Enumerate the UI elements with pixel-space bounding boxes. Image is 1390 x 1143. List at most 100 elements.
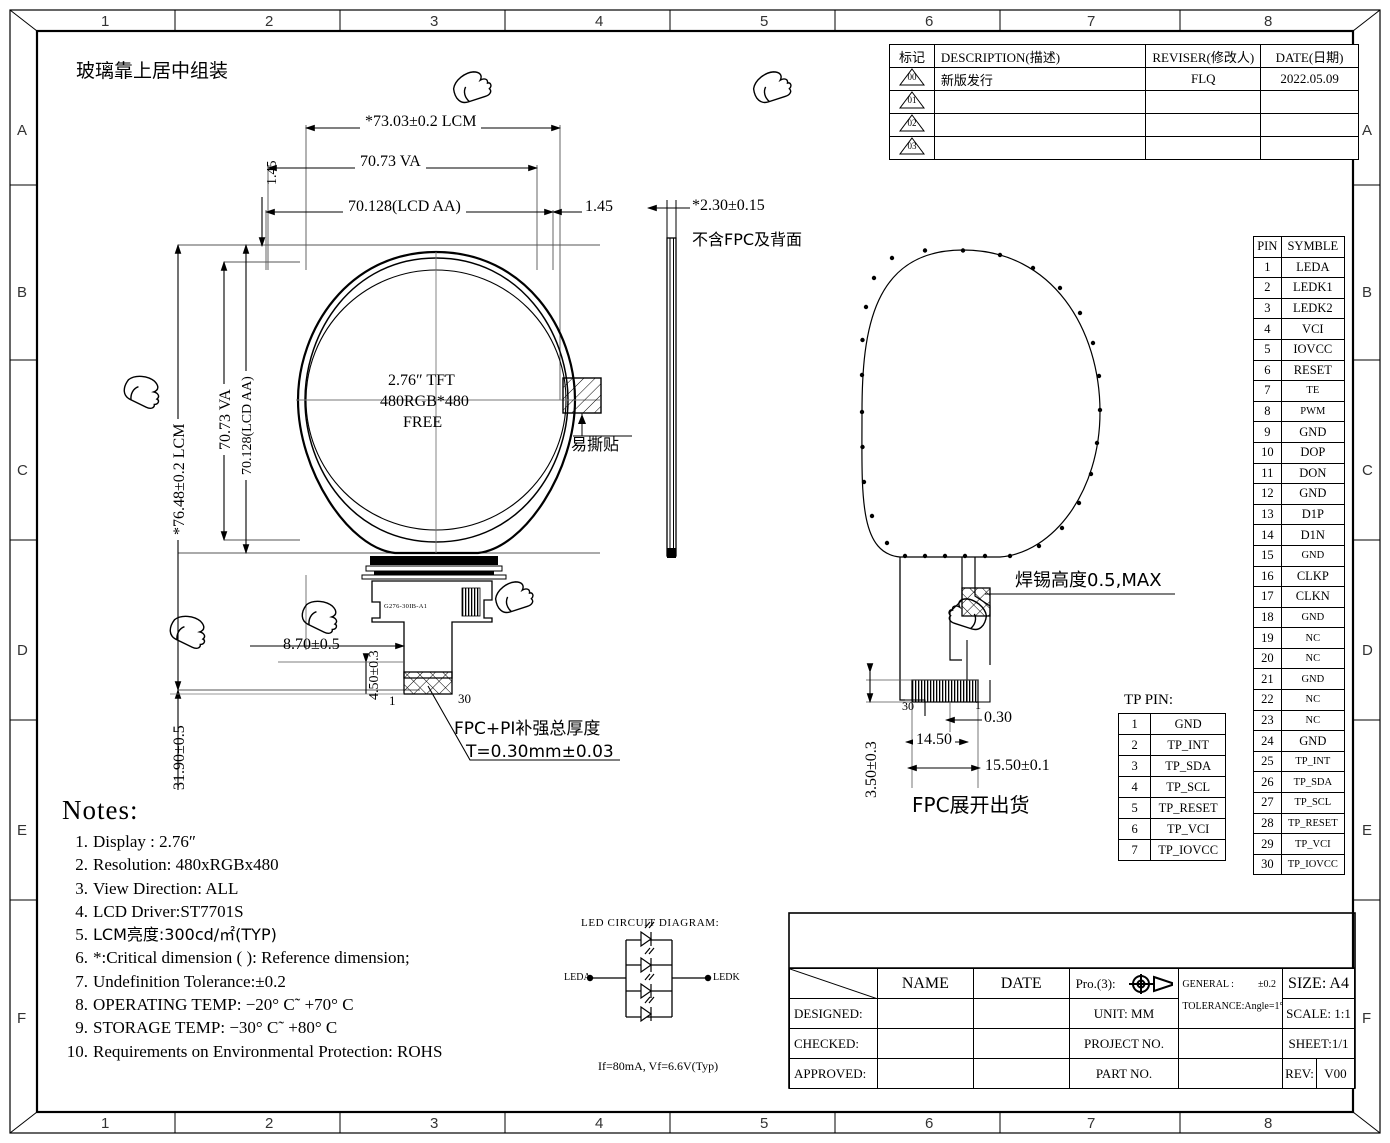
note-number: 1. <box>75 832 88 851</box>
zone-label-left-c: C <box>17 462 28 479</box>
title-block-approved-date[interactable] <box>972 1058 1070 1089</box>
revision-table: 标记 DESCRIPTION(描述) REVISER(修改人) DATE(日期)… <box>889 44 1359 160</box>
tp-pin-symbol-cell: TP_INT <box>1150 734 1226 756</box>
revision-reviser-cell <box>1145 136 1262 160</box>
table-row: DESIGNED: UNIT: MM SCALE: 1:1 <box>789 998 1355 1029</box>
revision-triangle-icon <box>898 91 925 109</box>
tp-pin-symbol-cell: GND <box>1150 713 1226 735</box>
zone-label-left-e: E <box>17 822 28 839</box>
revision-triangle-icon <box>898 68 925 86</box>
zone-label-top-7: 7 <box>1087 13 1096 30</box>
zone-label-left-f: F <box>17 1010 27 1027</box>
title-block-approved-name[interactable] <box>876 1058 974 1089</box>
notes-block: Notes: 1.Display : 2.76″ 2.Resolution: 4… <box>62 795 442 1063</box>
note-number: 2. <box>75 855 88 875</box>
note-text: Resolution: 480xRGBx480 <box>93 855 279 875</box>
title-block-size-cell: SIZE: A4 <box>1282 968 1355 999</box>
title-block-designed-date[interactable] <box>972 998 1070 1029</box>
title-block-designed-name[interactable] <box>876 998 974 1029</box>
zone-label-bottom-3: 3 <box>430 1115 439 1132</box>
table-row: 00 新版发行 FLQ 2022.05.09 <box>889 67 1359 91</box>
revision-mark-cell: 00 <box>889 67 935 91</box>
dim-fpc-offset: 8.70±0.5 <box>283 636 340 653</box>
tp-pin-first-label: 1 <box>975 698 981 712</box>
title-block-checked-name[interactable] <box>876 1028 974 1059</box>
title-block-tolerance-cell: GENERAL : ±0.2 TOLERANCE:Angle=1° <box>1178 968 1284 1029</box>
dim-tp-pitch: 0.30 <box>984 709 1012 726</box>
table-row: 02 <box>889 113 1359 137</box>
note-text: View Direction: ALL <box>93 878 239 898</box>
title-block-approved-label: APPROVED: <box>789 1058 878 1089</box>
zone-label-left-a: A <box>17 122 28 139</box>
zone-label-right-e: E <box>1362 822 1373 839</box>
title-block-checked-date[interactable] <box>972 1028 1070 1059</box>
revision-mark-value: 03 <box>907 141 917 151</box>
title-block-project-no-cell: PROJECT NO. <box>1068 1028 1180 1059</box>
revision-description-cell <box>933 136 1147 160</box>
zone-label-bottom-6: 6 <box>925 1115 934 1132</box>
pin-symbol-cell: GND <box>1280 544 1346 567</box>
panel-viewing-label: FREE <box>403 414 443 431</box>
list-item: 5.LCM亮度:300cd/㎡(TYP) <box>62 923 442 946</box>
tp-pin-number-cell: 4 <box>1117 776 1152 798</box>
hand-pointer-icon <box>752 71 792 104</box>
pin-number-cell: 15 <box>1253 544 1282 567</box>
assembly-note-label: 玻璃靠上居中组装 <box>76 60 229 82</box>
hand-pointer-icon <box>452 71 492 104</box>
pin-symbol-cell: GND <box>1280 730 1346 752</box>
note-text: OPERATING TEMP: −20° C˜ +70° C <box>93 994 354 1014</box>
zone-label-bottom-2: 2 <box>265 1115 274 1132</box>
zone-label-bottom-5: 5 <box>760 1115 769 1132</box>
fpc-pin-last-label: 30 <box>458 691 471 706</box>
zone-label-right-b: B <box>1362 284 1373 301</box>
pin-symbol-cell: CLKP <box>1280 565 1346 588</box>
note-text: LCD Driver:ST7701S <box>93 901 244 921</box>
dim-tp-outer: 15.50±0.1 <box>985 757 1050 774</box>
note-number: 3. <box>75 878 88 898</box>
note-text: Display : 2.76″ <box>93 832 196 851</box>
zone-label-bottom-1: 1 <box>101 1115 110 1132</box>
hand-pointer-icon <box>123 375 160 409</box>
title-block-scale-cell: SCALE: 1:1 <box>1282 998 1355 1029</box>
title-block-part-no-value[interactable] <box>1178 1058 1283 1089</box>
zone-label-bottom-7: 7 <box>1087 1115 1096 1132</box>
zone-label-left-b: B <box>17 284 28 301</box>
first-angle-projection-icon <box>1128 974 1173 994</box>
revision-header-description: DESCRIPTION(描述) <box>933 44 1147 68</box>
revision-mark-value: 01 <box>907 95 917 105</box>
dim-module-thickness: *2.30±0.15 <box>692 197 765 214</box>
note-text: STORAGE TEMP: −30° C˜ +80° C <box>93 1018 338 1038</box>
general-tolerance-value: ±0.2 <box>1258 979 1276 990</box>
note-text: LCM亮度:300cd/㎡(TYP) <box>93 925 277 945</box>
list-item: 3.View Direction: ALL <box>62 877 442 900</box>
zone-label-right-c: C <box>1362 462 1373 479</box>
diagonal-slash-icon <box>790 969 878 999</box>
tp-pin-symbol-cell: TP_SCL <box>1150 776 1226 798</box>
revision-description-cell <box>933 90 1147 114</box>
zone-label-bottom-4: 4 <box>595 1115 604 1132</box>
title-block-projection-cell: Pro.(3): <box>1068 968 1180 999</box>
list-item: 7.Undefinition Tolerance:±0.2 <box>62 970 442 993</box>
zone-label-top-5: 5 <box>760 13 769 30</box>
revision-triangle-icon <box>898 114 925 132</box>
fpc-thickness-note-line2: T=0.30mm±0.03 <box>466 742 614 762</box>
zone-label-top-3: 3 <box>430 13 439 30</box>
panel-resolution-label: 480RGB*480 <box>380 393 469 410</box>
dim-aa-width: 70.128(LCD AA) <box>343 199 466 215</box>
table-row: 03 <box>889 136 1359 160</box>
dim-lcm-width: *73.03±0.2 LCM <box>360 114 482 130</box>
title-block-project-no-value[interactable] <box>1178 1028 1283 1059</box>
led-spec-label: If=80mA, Vf=6.6V(Typ) <box>598 1059 719 1073</box>
